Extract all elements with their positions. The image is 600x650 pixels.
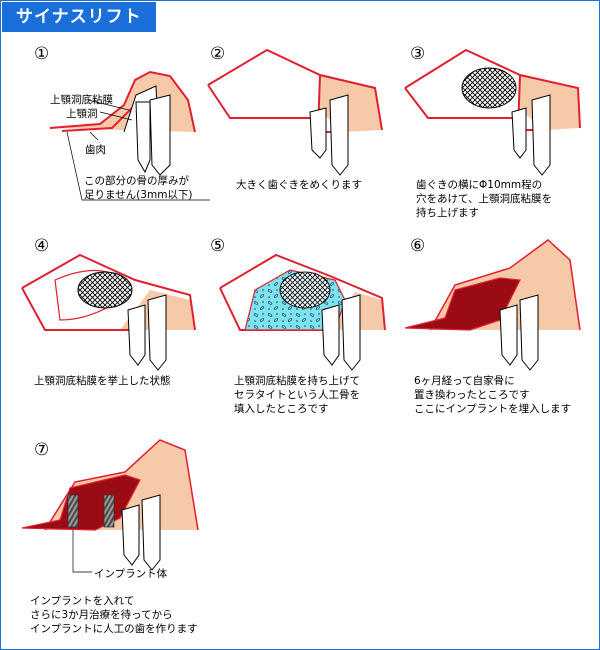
step1-illustration bbox=[49, 70, 210, 201]
step1-number: ① bbox=[34, 44, 50, 64]
label-maxillary-sinus: 上顎洞 bbox=[66, 108, 98, 120]
step5-number: ⑤ bbox=[210, 236, 226, 256]
label-sinus-membrane: 上顎洞底粘膜 bbox=[50, 94, 113, 106]
step7-caption: インプラントを入れてさらに3か月治療を待ってからインプラントに人工の歯を作ります bbox=[30, 595, 198, 635]
step5-caption: 上顎洞底粘膜を持ち上げてセラタイトという人工骨を填入したところです bbox=[234, 375, 360, 415]
label-gingiva: 歯肉 bbox=[85, 144, 106, 156]
step6-caption: 6ヶ月経って自家骨に置き換わったところですここにインプラントを埋入します bbox=[414, 375, 572, 415]
diagram-title: サイナスリフト bbox=[2, 2, 156, 32]
step4-illustration bbox=[21, 253, 196, 371]
step5-illustration bbox=[219, 253, 386, 371]
step2-number: ② bbox=[210, 44, 226, 64]
step3-caption: 歯ぐきの横にΦ10mm程の穴をあけて、上顎洞底粘膜を持ち上げます bbox=[416, 179, 552, 219]
step6-number: ⑥ bbox=[410, 236, 426, 256]
step6-illustration bbox=[404, 239, 581, 371]
step1-caption: この部分の骨の厚みが足りません(3mm以下) bbox=[84, 175, 193, 201]
step4-number: ④ bbox=[34, 236, 50, 256]
step7-illustration bbox=[21, 439, 199, 573]
step2-caption: 大きく歯ぐきをめくります bbox=[236, 179, 362, 191]
step4-caption: 上顎洞底粘膜を挙上した状態 bbox=[34, 375, 171, 387]
step3-illustration bbox=[404, 48, 581, 176]
step7-number: ⑦ bbox=[34, 440, 50, 460]
label-implant-body: インプラント体 bbox=[94, 568, 168, 580]
step2-illustration bbox=[207, 48, 383, 176]
step3-number: ③ bbox=[410, 44, 426, 64]
